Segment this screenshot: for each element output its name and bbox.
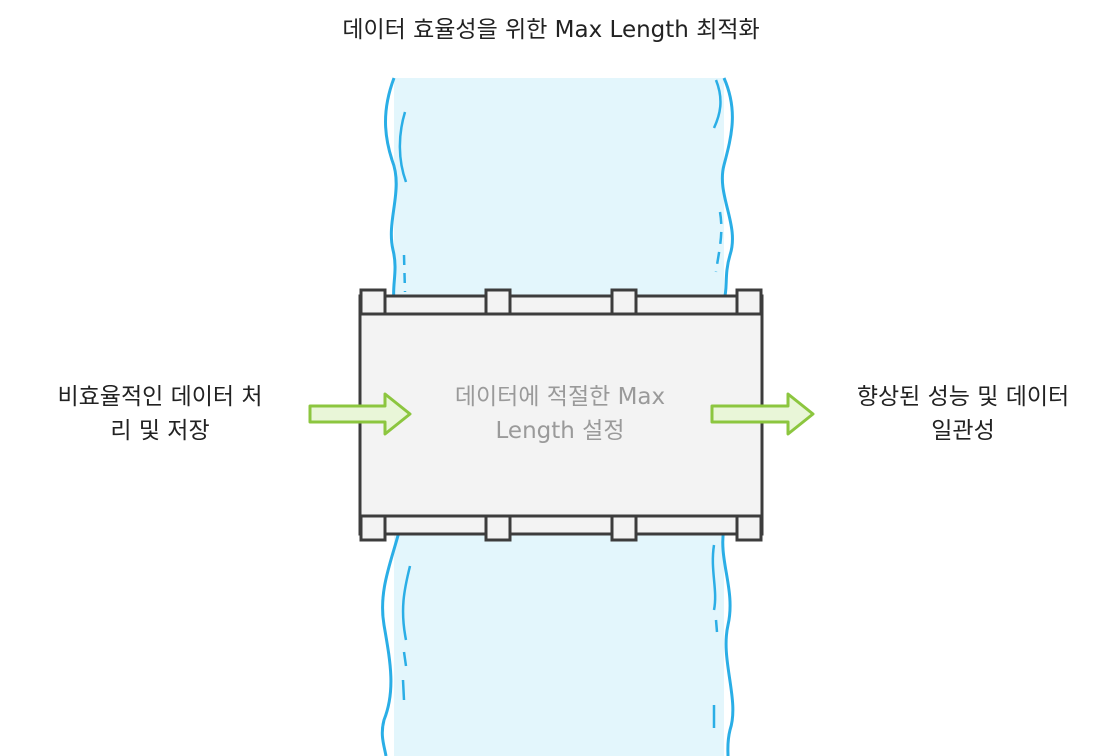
bottom-bolt-3 <box>610 514 638 542</box>
lower-water-fill <box>394 528 724 756</box>
top-bolt-4 <box>735 288 763 316</box>
lower-water-channel <box>380 527 735 756</box>
bottom-bolt-4 <box>735 514 763 542</box>
upper-water-channel <box>384 77 734 301</box>
upper-right-bank-inner-2 <box>714 211 723 273</box>
lower-right-bank-inner <box>711 544 717 611</box>
upper-right-bank-inner <box>712 79 722 129</box>
output-label: 향상된 성능 및 데이터 일관성 <box>828 380 1098 448</box>
filter-box <box>358 288 764 542</box>
bottom-bolt-2 <box>484 514 512 542</box>
input-label-line-1: 비효율적인 데이터 처 <box>57 384 263 410</box>
bottom-bolt-1 <box>359 514 387 542</box>
top-bolt-1 <box>359 288 387 316</box>
output-label-line-1: 향상된 성능 및 데이터 <box>856 384 1070 410</box>
output-arrow <box>710 392 815 436</box>
input-arrow <box>308 392 412 436</box>
bottom-rail <box>358 514 764 536</box>
upper-water-fill <box>394 78 724 300</box>
top-bolt-2 <box>484 288 512 316</box>
lower-right-bank <box>721 527 735 756</box>
filter-label: 데이터에 적절한 Max Length 설정 <box>390 380 730 448</box>
top-rail <box>358 294 764 316</box>
upper-left-bank-inner <box>398 111 408 183</box>
diagram-title: 데이터 효율성을 위한 Max Length 최적화 <box>342 17 760 43</box>
filter-label-line-1: 데이터에 적절한 Max <box>454 384 666 410</box>
lower-left-bank-inner-2 <box>401 651 408 701</box>
input-label: 비효율적인 데이터 처 리 및 저장 <box>20 380 300 448</box>
input-label-line-2: 리 및 저장 <box>110 418 210 444</box>
upper-left-bank-inner-2 <box>402 254 407 293</box>
top-bolt-3 <box>610 288 638 316</box>
lower-right-bank-inner-2 <box>712 619 719 728</box>
lower-left-bank-inner <box>401 565 412 641</box>
upper-left-bank <box>384 77 398 301</box>
upper-right-bank <box>720 77 734 301</box>
output-label-line-2: 일관성 <box>931 418 995 444</box>
lower-left-bank <box>380 527 402 756</box>
filter-label-line-2: Length 설정 <box>495 418 625 444</box>
